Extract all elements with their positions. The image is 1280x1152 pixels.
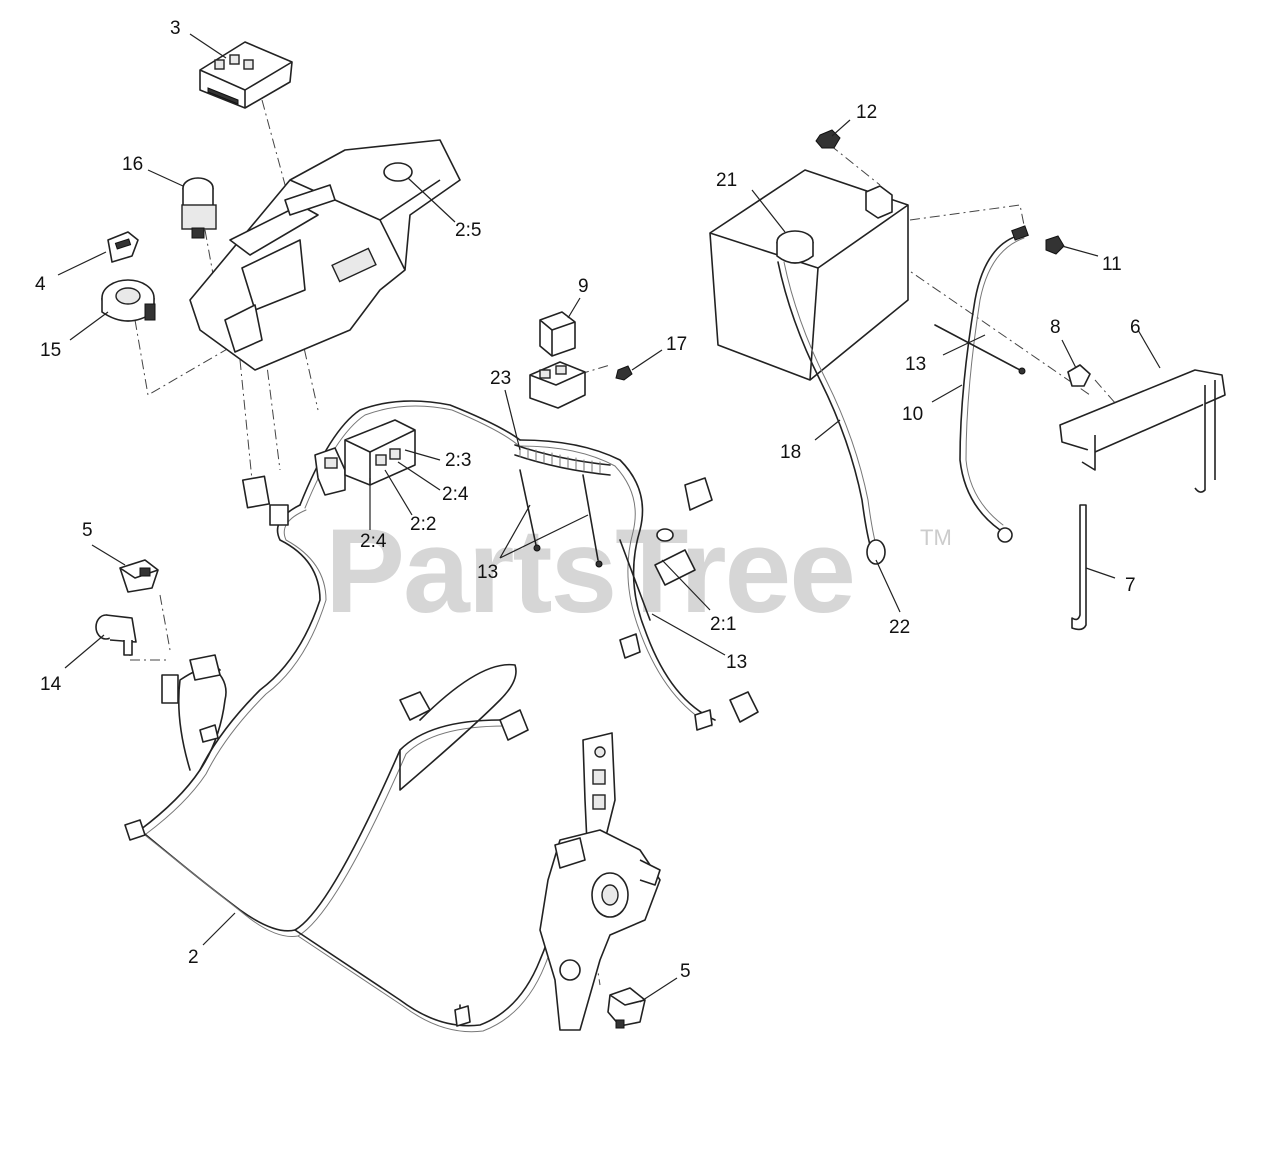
callout-18: 18	[780, 442, 801, 463]
cable-terminal-22	[866, 539, 886, 565]
callout-2-2: 2:2	[410, 514, 436, 535]
callout-4: 4	[35, 274, 46, 295]
switch-part-16	[181, 177, 217, 239]
callout-5-upper: 5	[82, 520, 93, 541]
callout-5-lower: 5	[680, 961, 691, 982]
cable-part-18	[777, 261, 871, 546]
callout-3: 3	[170, 18, 181, 39]
callout-11: 11	[1102, 254, 1122, 275]
bolt-part-11	[1045, 235, 1065, 255]
control-panel	[189, 139, 461, 371]
switch-part-14	[95, 614, 137, 656]
callout-16: 16	[122, 154, 143, 175]
hold-down-bracket-part-6	[1059, 369, 1226, 493]
switch-part-5-lower	[607, 987, 646, 1029]
callout-14: 14	[40, 674, 62, 695]
watermark-text: PartsTree	[325, 504, 854, 638]
callout-7: 7	[1125, 575, 1136, 596]
display-module-part-3	[199, 41, 293, 109]
relay-socket	[529, 361, 586, 409]
callout-15: 15	[40, 340, 61, 361]
callout-2-4-upper: 2:4	[442, 484, 469, 505]
callout-9: 9	[578, 276, 589, 297]
clip-part-8	[1067, 364, 1091, 387]
relay-part-9	[539, 311, 576, 357]
callout-10: 10	[902, 404, 923, 425]
ignition-switch-part-15	[101, 279, 156, 322]
callout-17: 17	[666, 334, 687, 355]
key-part-4	[107, 231, 139, 263]
tie-strap-part-13	[934, 324, 1021, 371]
watermark-trademark: TM	[920, 525, 952, 550]
battery-part-21	[709, 169, 909, 381]
callout-23: 23	[490, 368, 511, 389]
callout-2-1: 2:1	[710, 614, 736, 635]
callout-8: 8	[1050, 317, 1061, 338]
callout-2-5: 2:5	[455, 220, 481, 241]
callout-6: 6	[1130, 317, 1141, 338]
callout-13-lower: 13	[726, 652, 747, 673]
harness-connectors	[124, 419, 759, 1027]
callout-2-4-lower: 2:4	[360, 531, 387, 552]
callout-2: 2	[188, 947, 199, 968]
callout-2-3: 2:3	[445, 450, 471, 471]
callout-13-middle: 13	[477, 562, 498, 583]
callout-22: 22	[889, 617, 910, 638]
wiring-harness-part-2	[139, 400, 716, 1033]
callout-labels: 3 16 4 15 2:5 12 21 11 9 17 23 13 8 6 10…	[35, 18, 1141, 982]
cable-terminal	[997, 527, 1013, 543]
callout-21: 21	[716, 170, 737, 191]
screw-part-17	[615, 365, 633, 381]
callout-12: 12	[856, 102, 877, 123]
cable-part-10	[959, 234, 1021, 531]
switch-part-5-upper	[119, 559, 159, 593]
pedal-assembly	[539, 732, 661, 1031]
leader-lines	[57, 33, 1161, 1003]
callout-13-right: 13	[905, 354, 926, 375]
rod-part-7	[1071, 504, 1087, 631]
